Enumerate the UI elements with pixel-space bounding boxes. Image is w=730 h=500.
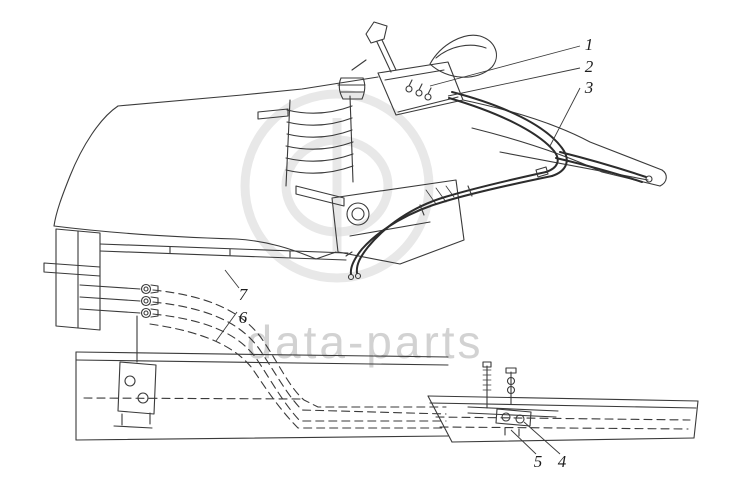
callout-label-7: 7 — [239, 285, 249, 304]
rear-valve-assembly — [467, 361, 559, 437]
callout-leader-4 — [523, 421, 561, 455]
hose-fittings — [79, 283, 159, 319]
callout-leader-2 — [447, 67, 581, 97]
exhaust-bellows — [285, 95, 354, 207]
air-hoses — [149, 289, 447, 429]
cowl-panel — [429, 34, 497, 78]
mounting-bracket — [113, 315, 157, 429]
diagram-linework — [43, 21, 699, 443]
callout-leader-3 — [549, 87, 581, 147]
gear-shift-lever — [337, 21, 397, 100]
callout-label-5: 5 — [534, 452, 543, 471]
callout-label-3: 3 — [584, 78, 594, 97]
brand-watermark-text: data-parts — [246, 316, 483, 368]
callout-label-2: 2 — [585, 57, 594, 76]
callout-leader-1 — [429, 45, 581, 87]
callout-label-1: 1 — [585, 35, 594, 54]
front-frame-rail — [75, 351, 449, 441]
callout-annotations: 1 2 3 7 6 5 4 — [215, 35, 594, 471]
callout-label-4: 4 — [558, 452, 567, 471]
callout-leader-6 — [215, 311, 238, 342]
rear-frame-rail — [427, 395, 699, 443]
callout-label-6: 6 — [239, 308, 248, 327]
cab-floor-outline — [53, 76, 667, 260]
support-bracket — [331, 179, 465, 265]
frame-cross-member — [43, 228, 353, 331]
control-cables — [347, 91, 653, 281]
callout-leader-5 — [510, 429, 537, 455]
callout-leader-7 — [224, 269, 240, 289]
